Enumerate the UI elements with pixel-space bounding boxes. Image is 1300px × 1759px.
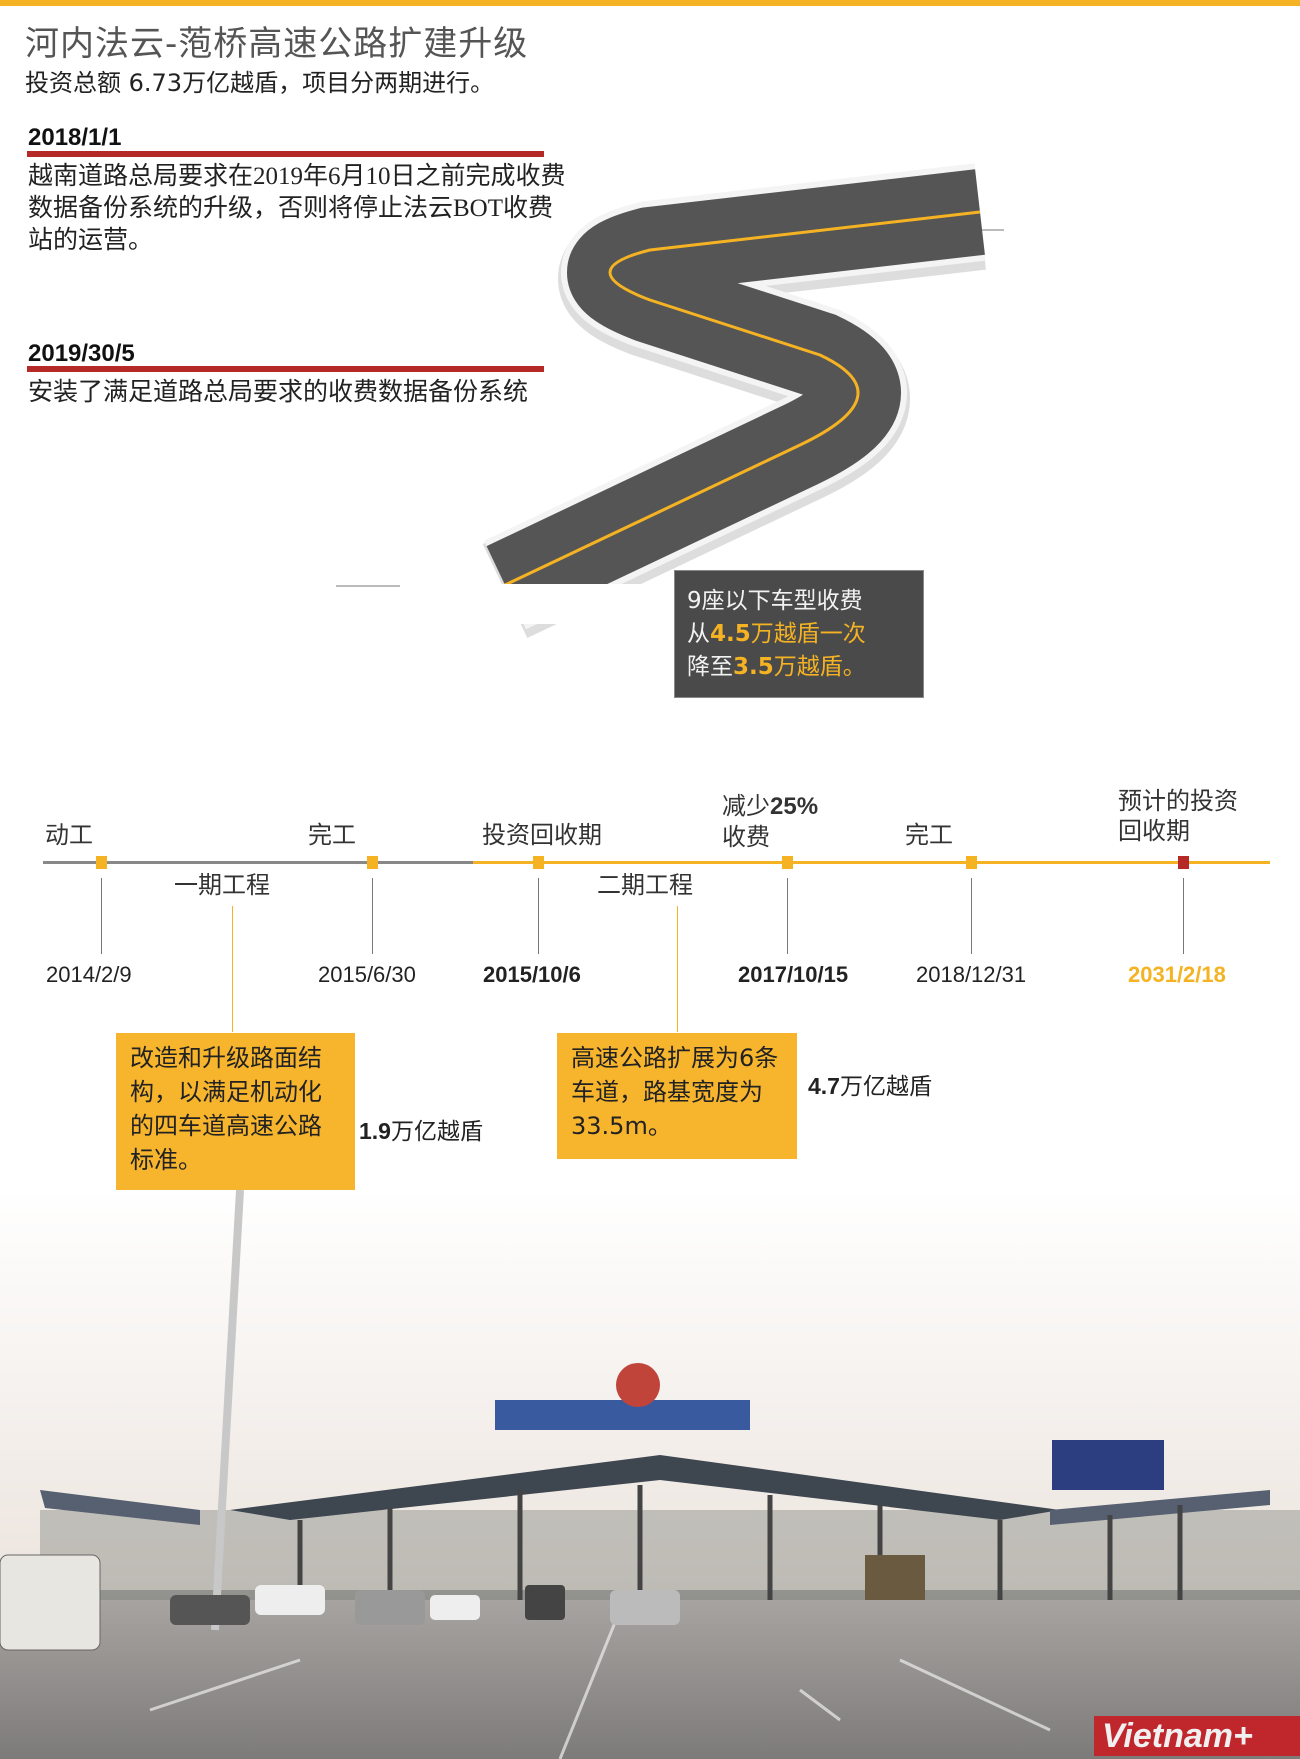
amount-unit: 万亿越盾 [839,1074,932,1100]
note-line: 降至3.5万越盾。 [687,651,911,684]
timeline-marker [782,856,793,869]
amount-unit: 万亿越盾 [390,1119,483,1145]
phase-connector [232,906,233,1032]
milestone-date: 2018/12/31 [916,962,1027,987]
page-title: 河内法云-萢桥高速公路扩建升级 [25,24,529,64]
toll-plaza-photo [0,1190,1300,1759]
amount-value: 4.7 [808,1073,840,1099]
label-text: 收费 [722,823,770,851]
tick-line [787,878,788,954]
phase2-description: 高速公路扩展为6条车道，路基宽度为33.5m。 [557,1033,797,1159]
note-line: 9座以下车型收费 [687,588,863,614]
page-subtitle: 投资总额 6.73万亿越盾，项目分两期进行。 [25,69,495,97]
timeline-marker [96,856,107,869]
milestone-label: 完工 [308,821,356,849]
milestone-label: 动工 [45,821,93,849]
timeline-marker-projected [1178,856,1189,869]
label-text: 减少 [722,792,770,820]
phase1-amount: 1.9万亿越盾 [359,1112,483,1146]
milestone-label: 预计的投资回收期 [1118,786,1238,846]
toll-reduction-note: 9座以下车型收费 从4.5万越盾一次 降至3.5万越盾。 [674,570,924,698]
tick-line [971,878,972,954]
vietnamplus-logo: Vietnam+ [1094,1716,1300,1756]
divider [27,151,544,157]
note-text: 万越盾。 [773,654,866,680]
top-accent-bar [0,0,1300,6]
divider [27,366,544,372]
phase2-amount: 4.7万亿越盾 [808,1067,932,1101]
timeline-phase1-segment [43,861,473,864]
milestone-label: 投资回收期 [482,821,602,849]
tick-line [101,878,102,954]
timeline-marker [367,856,378,869]
old-fee: 4.5 [710,621,751,647]
reduction-percent: 25% [770,793,819,820]
milestone-date-projected: 2031/2/18 [1128,962,1226,987]
timeline-marker [966,856,977,869]
note-text: 从 [687,621,710,647]
tick-line [1183,878,1184,954]
phase-label: 一期工程 [174,871,270,899]
new-fee: 3.5 [733,654,774,680]
event-date: 2018/1/1 [28,124,122,151]
event-date: 2019/30/5 [28,340,135,367]
phase1-description: 改造和升级路面结构，以满足机动化的四车道高速公路标准。 [116,1033,355,1206]
phase-connector [677,906,678,1032]
road-illustration [336,163,1004,638]
tick-line [538,878,539,954]
label-text: 回收期 [1118,817,1190,845]
timeline-marker [533,856,544,869]
event-text: 越南道路总局要求在2019年6月10日之前完成收费数据备份系统的升级，否则将停止… [28,163,566,254]
tick-line [372,878,373,954]
milestone-date: 2015/10/6 [483,962,581,987]
milestone-label: 完工 [905,821,953,849]
amount-value: 1.9 [359,1118,391,1144]
milestone-date: 2015/6/30 [318,962,416,987]
note-text: 降至 [687,654,733,680]
milestone-date: 2014/2/9 [46,962,132,987]
timeline-axis [43,861,1270,864]
milestone-date: 2017/10/15 [738,962,849,987]
event-text: 安装了满足道路总局要求的收费数据备份系统 [28,379,529,406]
milestone-label: 减少25%收费 [722,791,818,852]
label-text: 预计的投资 [1118,787,1238,815]
phase-label: 二期工程 [597,871,693,899]
note-line: 从4.5万越盾一次 [687,618,911,651]
note-text: 万越盾一次 [750,621,866,647]
